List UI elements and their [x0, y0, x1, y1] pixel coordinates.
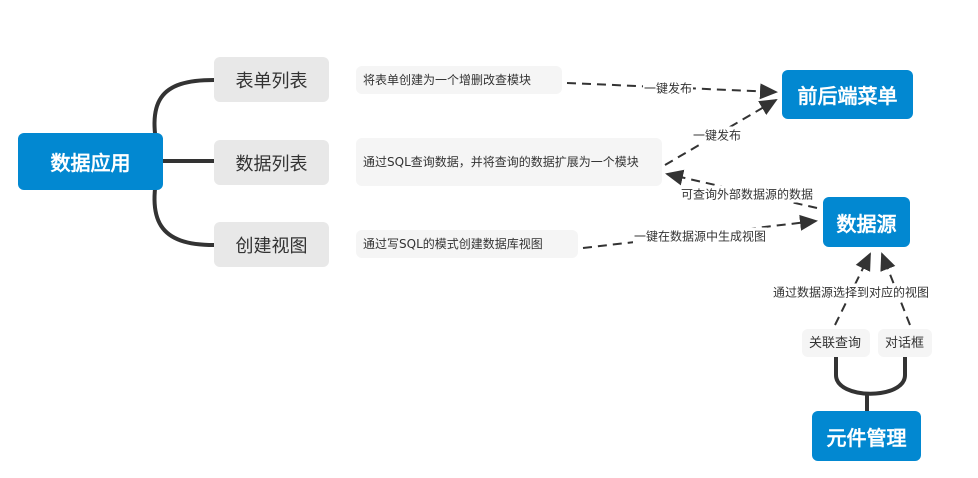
branch-form-list[interactable]: 表单列表: [214, 57, 329, 102]
note-data-list[interactable]: 通过SQL查询数据，并将查询的数据扩展为一个模块: [356, 138, 662, 186]
menu-node[interactable]: 前后端菜单: [782, 70, 913, 119]
edge-label-select-view: 通过数据源选择到对应的视图: [771, 283, 931, 301]
edge-label-publish2: 一键发布: [691, 126, 743, 144]
root-label: 数据应用: [50, 151, 131, 175]
child-dialog[interactable]: 对话框: [878, 329, 932, 357]
datasource-label: 数据源: [836, 211, 897, 236]
datasource-node[interactable]: 数据源: [823, 197, 910, 247]
note-form-list[interactable]: 将表单创建为一个增删改查模块: [356, 66, 562, 94]
note-text: 将表单创建为一个增删改查模块: [363, 72, 532, 87]
edge-publish1: [566, 82, 778, 100]
child-label: 对话框: [885, 335, 925, 351]
components-label: 元件管理: [826, 425, 907, 450]
edge-gen-view: [582, 214, 818, 249]
note-text: 通过写SQL的模式创建数据库视图: [363, 236, 543, 251]
components-node[interactable]: 元件管理: [812, 411, 921, 461]
branch-create-view[interactable]: 创建视图: [214, 222, 329, 267]
edge-label-external: 可查询外部数据源的数据: [679, 185, 815, 203]
edge-select-view-1: [834, 252, 871, 326]
note-text: 通过SQL查询数据，并将查询的数据扩展为一个模块: [363, 154, 639, 169]
edge-label-gen-view: 一键在数据源中生成视图: [632, 227, 768, 245]
note-create-view[interactable]: 通过写SQL的模式创建数据库视图: [356, 230, 578, 258]
component-connector: [834, 357, 907, 396]
menu-label: 前后端菜单: [797, 84, 898, 108]
branch-connector: [152, 160, 215, 247]
child-label: 关联查询: [809, 335, 862, 351]
branch-data-list[interactable]: 数据列表: [214, 140, 329, 185]
branch-label: 表单列表: [235, 70, 308, 92]
branch-label: 创建视图: [235, 235, 308, 257]
branch-label: 数据列表: [235, 153, 308, 175]
root-node[interactable]: 数据应用: [18, 133, 163, 190]
child-join-query[interactable]: 关联查询: [802, 329, 870, 357]
branch-connector: [152, 78, 215, 162]
edge-label-publish1: 一键发布: [642, 79, 694, 97]
